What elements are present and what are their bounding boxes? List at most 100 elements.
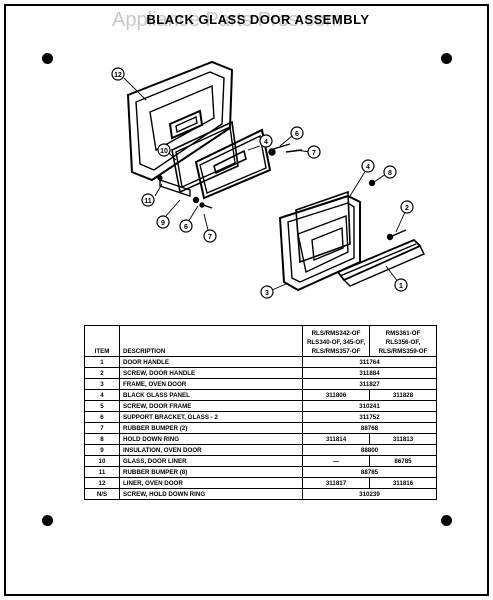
table-header-row: ITEM DESCRIPTION RLS/RMS342-OF RLS340-OF… <box>84 325 437 357</box>
exploded-parts-diagram: 12 10 11 9 6 7 4 6 7 4 8 2 1 3 <box>111 60 425 299</box>
svg-text:6: 6 <box>184 224 188 231</box>
item-description: SCREW, DOOR FRAME <box>119 400 303 412</box>
item-description: HOLD DOWN RING <box>119 433 303 445</box>
part-number: 310239 <box>302 488 437 500</box>
item-number: 2 <box>84 367 120 379</box>
part-number-group-a: — <box>302 455 370 467</box>
svg-text:1: 1 <box>399 283 403 290</box>
page-border <box>4 4 489 596</box>
header-model-group-a: RLS/RMS342-OF RLS340-OF, 345-OF, RLS/RMS… <box>302 325 370 357</box>
binder-hole-bottom-right <box>441 515 452 526</box>
part-number: 311752 <box>302 411 437 423</box>
part-number-group-b: 311828 <box>369 389 437 401</box>
part-number-group-a: 311814 <box>302 433 370 445</box>
svg-text:7: 7 <box>208 234 212 241</box>
svg-text:2: 2 <box>405 205 409 212</box>
part-number-group-b: 311816 <box>369 477 437 489</box>
item-number: 5 <box>84 400 120 412</box>
item-number: 6 <box>84 411 120 423</box>
svg-text:4: 4 <box>366 164 370 171</box>
callout-11: 11 <box>141 193 155 207</box>
item-number: 7 <box>84 422 120 434</box>
callout-4-upper: 4 <box>259 134 273 148</box>
callout-3: 3 <box>260 285 274 299</box>
part-number: 311827 <box>302 378 437 390</box>
svg-text:11: 11 <box>144 198 152 205</box>
insulation-part <box>159 179 191 197</box>
callout-7-lower: 7 <box>203 229 217 243</box>
item-description: LINER, OVEN DOOR <box>119 477 303 489</box>
item-description: SCREW, HOLD DOWN RING <box>119 488 303 500</box>
part-number-group-b: 86785 <box>369 455 437 467</box>
item-number: 12 <box>84 477 120 489</box>
part-number: 311884 <box>302 367 437 379</box>
part-number: 88785 <box>302 466 437 478</box>
svg-text:4: 4 <box>264 139 268 146</box>
item-number: 1 <box>84 356 120 368</box>
door-handle-part <box>336 238 425 287</box>
page-title: BLACK GLASS DOOR ASSEMBLY <box>146 12 370 27</box>
door-liner-part <box>126 60 234 182</box>
callout-2: 2 <box>400 200 414 214</box>
part-number-group-a: 311806 <box>302 389 370 401</box>
glass-door-liner-part <box>171 120 239 194</box>
item-description: BLACK GLASS PANEL <box>119 389 303 401</box>
item-number: N/S <box>84 488 120 500</box>
item-description: RUBBER BUMPER (2) <box>119 422 303 434</box>
binder-hole-top <box>42 53 53 64</box>
svg-text:12: 12 <box>114 72 122 79</box>
svg-text:6: 6 <box>295 131 299 138</box>
item-description: SCREW, DOOR HANDLE <box>119 367 303 379</box>
callout-4-lower: 4 <box>361 159 375 173</box>
part-number: 311764 <box>302 356 437 368</box>
item-description: RUBBER BUMPER (8) <box>119 466 303 478</box>
item-number: 9 <box>84 444 120 456</box>
part-number: 310241 <box>302 400 437 412</box>
item-number: 10 <box>84 455 120 467</box>
svg-text:7: 7 <box>312 150 316 157</box>
callout-7-upper: 7 <box>307 145 321 159</box>
parts-table: ITEM DESCRIPTION RLS/RMS342-OF RLS340-OF… <box>84 325 437 500</box>
binder-hole-bottom <box>42 515 53 526</box>
callout-9: 9 <box>156 215 170 229</box>
part-number-group-a: 311817 <box>302 477 370 489</box>
svg-text:3: 3 <box>265 290 269 297</box>
callout-6-upper: 6 <box>290 126 304 140</box>
svg-text:9: 9 <box>161 220 165 227</box>
part-number: 88800 <box>302 444 437 456</box>
callout-10: 10 <box>157 143 171 157</box>
item-description: GLASS, DOOR LINER <box>119 455 303 467</box>
item-number: 3 <box>84 378 120 390</box>
item-description: DOOR HANDLE <box>119 356 303 368</box>
callout-12: 12 <box>111 67 125 81</box>
black-glass-panel-large <box>295 190 351 264</box>
item-number: 8 <box>84 433 120 445</box>
watermark: Appliance Parts Pros.com <box>112 9 343 31</box>
header-description: DESCRIPTION <box>119 325 303 357</box>
item-description: SUPPORT BRACKET, GLASS - 2 <box>119 411 303 423</box>
header-item: ITEM <box>84 325 120 357</box>
item-description: FRAME, OVEN DOOR <box>119 378 303 390</box>
callout-6-lower: 6 <box>179 219 193 233</box>
item-description: INSULATION, OVEN DOOR <box>119 444 303 456</box>
item-number: 4 <box>84 389 120 401</box>
part-number: 88768 <box>302 422 437 434</box>
header-model-group-b: RMS361-OF RLS356-OF, RLS/RMS359-OF <box>369 325 437 357</box>
part-number-group-b: 311813 <box>369 433 437 445</box>
svg-text:8: 8 <box>388 170 392 177</box>
callout-1: 1 <box>394 278 408 292</box>
